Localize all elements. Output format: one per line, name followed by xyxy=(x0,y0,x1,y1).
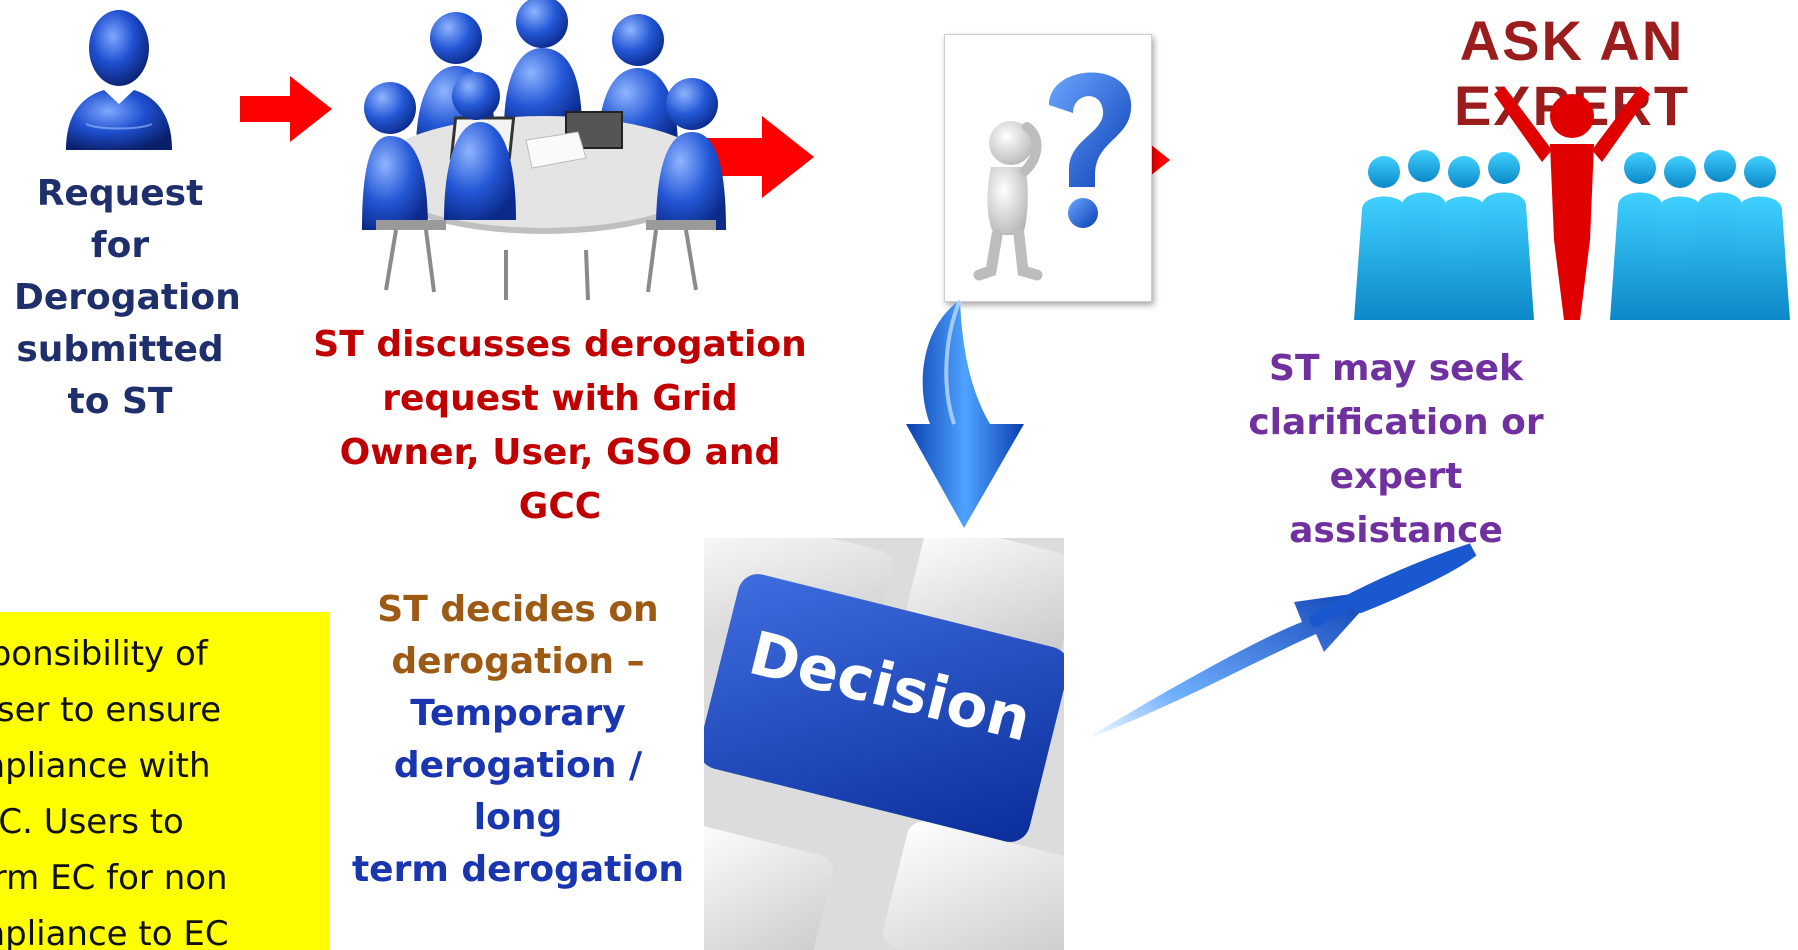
responsibility-note: sponsibility of User to ensure mpliance … xyxy=(0,612,330,950)
expert-line: clarification or xyxy=(1248,402,1544,443)
note-line: mpliance to EC xyxy=(0,914,229,950)
flow-arrow-1 xyxy=(240,76,332,142)
discuss-line: ST discusses derogation xyxy=(313,324,807,365)
decide-caption: ST decides on derogation – Temporary der… xyxy=(350,584,686,896)
ask-expert-crowd-icon xyxy=(1354,86,1790,320)
flow-arrow-2 xyxy=(702,116,814,198)
meeting-table-icon xyxy=(362,0,726,301)
discuss-caption: ST discusses derogation request with Gri… xyxy=(310,318,810,534)
request-line: submitted xyxy=(16,329,224,370)
expert-line: ST may seek xyxy=(1269,348,1523,389)
discuss-line: request with Grid xyxy=(382,378,738,419)
expert-line: expert assistance xyxy=(1289,456,1503,551)
curved-arrow-return-icon xyxy=(1084,543,1477,740)
note-line: GC. Users to xyxy=(0,802,184,842)
request-line: to ST xyxy=(67,381,173,422)
note-line: User to ensure xyxy=(0,690,222,730)
decide-option-line: derogation / long xyxy=(393,745,643,838)
decide-option-line: term derogation xyxy=(351,849,685,890)
note-line: mpliance with xyxy=(0,746,211,786)
decide-option-line: Temporary xyxy=(410,693,626,734)
note-line: sponsibility of xyxy=(0,634,208,674)
question-figure-card xyxy=(944,34,1152,302)
curved-arrow-down-icon xyxy=(906,299,1024,528)
decide-line: ST decides on xyxy=(377,589,659,630)
discuss-line: Owner, User, GSO and GCC xyxy=(339,432,781,527)
person-icon xyxy=(66,10,172,150)
request-line: Derogation xyxy=(14,277,241,318)
request-line: Request for xyxy=(36,173,204,266)
question-figure-icon xyxy=(973,72,1132,281)
decide-line: derogation – xyxy=(391,641,645,682)
request-caption: Request for Derogation submitted to ST xyxy=(14,168,241,428)
decision-key-icon xyxy=(704,538,1064,950)
expert-caption: ST may seek clarification or expert assi… xyxy=(1240,342,1552,558)
note-line: orm EC for non xyxy=(0,858,228,898)
